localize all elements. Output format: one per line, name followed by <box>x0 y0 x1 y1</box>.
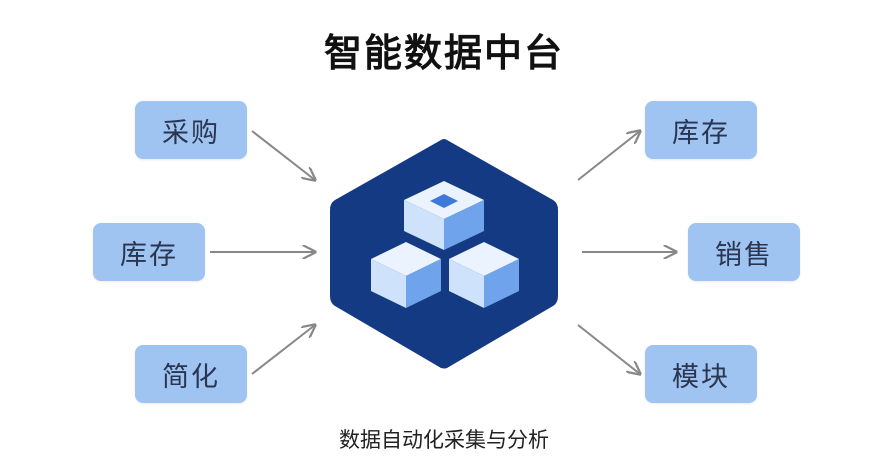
arrow-in-1 <box>251 130 315 180</box>
output-node-module: 模块 <box>645 345 757 403</box>
output-node-inventory: 库存 <box>645 101 757 159</box>
output-node-sales: 销售 <box>688 223 800 281</box>
page-title: 智能数据中台 <box>323 31 564 75</box>
stacked-cubes-icon <box>371 181 519 308</box>
data-hub-hexagon <box>330 139 558 369</box>
diagram-caption: 数据自动化采集与分析 <box>339 428 549 452</box>
input-node-inventory: 库存 <box>93 223 205 281</box>
arrow-out-1 <box>577 131 640 181</box>
input-node-simplify: 简化 <box>135 345 247 403</box>
arrow-in-3 <box>251 325 315 375</box>
arrow-out-3 <box>577 324 640 374</box>
input-node-procurement: 采购 <box>135 101 247 159</box>
